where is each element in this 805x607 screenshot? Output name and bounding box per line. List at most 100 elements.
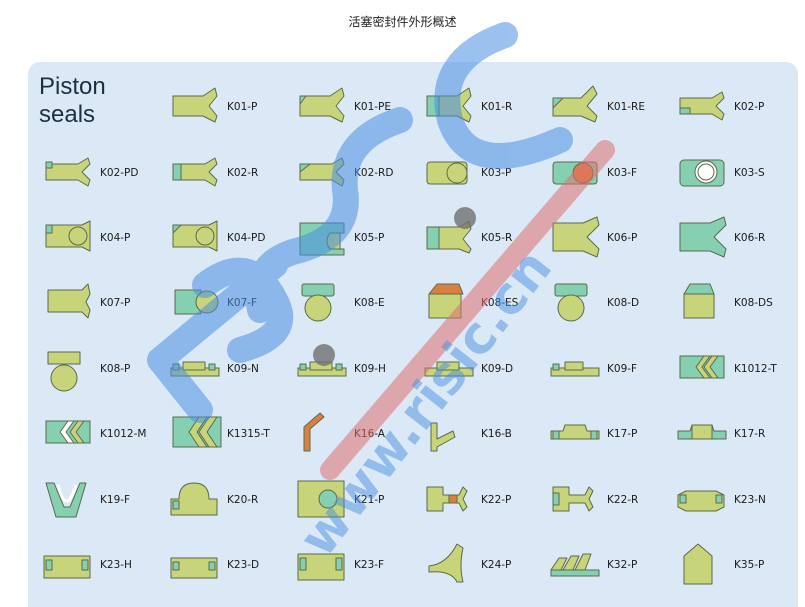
seal-item-k20-r: K20-R — [169, 477, 294, 527]
seal-code-label: K21-P — [354, 494, 385, 506]
seal-profile-icon — [679, 355, 725, 379]
seal-item-k1012-t: K1012-T — [676, 346, 798, 396]
seal-item-k05-r: K05-R — [423, 215, 548, 265]
seal-code-label: K08-D — [607, 297, 640, 309]
section-heading: Piston seals — [39, 73, 106, 129]
seal-item-k19-f: K19-F — [42, 477, 167, 527]
seal-item-k05-p: K05-P — [296, 215, 421, 265]
seal-profile-icon — [170, 557, 218, 579]
seal-code-label: K01-PE — [354, 101, 392, 113]
seal-code-label: K23-H — [100, 559, 132, 571]
seal-item-k35-p: K35-P — [676, 542, 798, 592]
seal-profile-icon — [45, 420, 91, 444]
seal-item-k02-p: K02-P — [676, 84, 798, 134]
seal-code-label: K23-F — [354, 559, 385, 571]
seal-code-label: K05-P — [354, 232, 385, 244]
seal-profile-icon — [45, 157, 91, 187]
seal-item-k16-b: K16-B — [423, 411, 548, 461]
seal-profile-icon — [550, 424, 600, 440]
seal-code-label: K08-E — [354, 297, 385, 309]
seal-code-label: K09-D — [481, 363, 514, 375]
seal-code-label: K09-H — [354, 363, 386, 375]
seal-profile-icon — [301, 283, 335, 322]
seal-code-label: K24-P — [481, 559, 512, 571]
seal-item-k03-f: K03-F — [549, 150, 674, 200]
seal-profile-icon — [552, 85, 598, 123]
seal-item-k02-pd: K02-PD — [42, 150, 167, 200]
seal-profile-icon — [677, 490, 725, 512]
seal-code-label: K23-D — [227, 559, 260, 571]
seal-profile-icon — [428, 543, 464, 583]
seal-code-label: K35-P — [734, 559, 765, 571]
seal-item-k01-p: K01-P — [169, 84, 294, 134]
seal-code-label: K17-R — [734, 428, 766, 440]
seal-item-k09-d: K09-D — [423, 346, 548, 396]
page-title: 活塞密封件外形概述 — [348, 15, 457, 29]
seal-profile-icon — [677, 424, 727, 440]
heading-line-2: seals — [39, 101, 96, 128]
seal-code-label: K08-ES — [481, 297, 519, 309]
seal-profile-icon — [172, 157, 218, 187]
seal-profile-icon — [550, 553, 600, 577]
seal-item-k23-n: K23-N — [676, 477, 798, 527]
seal-code-label: K05-R — [481, 232, 513, 244]
seal-item-k08-p: K08-P — [42, 346, 167, 396]
heading-line-1: Piston — [39, 73, 106, 100]
seal-item-k24-p: K24-P — [423, 542, 548, 592]
seal-code-label: K03-F — [607, 167, 638, 179]
seal-item-k08-ds: K08-DS — [676, 280, 798, 330]
seal-item-k17-p: K17-P — [549, 411, 674, 461]
seal-profile-icon — [299, 87, 345, 123]
seal-item-k08-d: K08-D — [549, 280, 674, 330]
seal-profile-icon — [552, 486, 594, 512]
seal-profile-icon — [554, 283, 588, 322]
seal-profile-icon — [679, 159, 725, 187]
seal-profile-icon — [552, 161, 598, 185]
seal-profile-icon — [172, 220, 218, 252]
seal-profile-icon — [550, 361, 600, 377]
seal-profile-icon — [172, 416, 222, 448]
seal-profile-icon — [45, 482, 87, 518]
seal-code-label: K1012-M — [100, 428, 147, 440]
seal-code-label: K06-P — [607, 232, 638, 244]
seal-item-k09-f: K09-F — [549, 346, 674, 396]
seal-profile-icon — [299, 157, 345, 187]
seal-profile-icon — [426, 486, 468, 512]
seal-code-label: K06-R — [734, 232, 766, 244]
seal-item-k21-p: K21-P — [296, 477, 421, 527]
seal-item-k22-p: K22-P — [423, 477, 548, 527]
seal-item-k07-p: K07-P — [42, 280, 167, 330]
seal-code-label: K22-R — [607, 494, 639, 506]
seal-code-label: K01-R — [481, 101, 513, 113]
seal-code-label: K17-P — [607, 428, 638, 440]
seal-profile-icon — [303, 412, 325, 452]
seal-item-k1012-m: K1012-M — [42, 411, 167, 461]
seal-item-k08-e: K08-E — [296, 280, 421, 330]
seal-code-label: K02-PD — [100, 167, 139, 179]
seal-profile-icon — [424, 361, 474, 377]
seal-profile-icon — [683, 283, 715, 319]
seal-item-k02-rd: K02-RD — [296, 150, 421, 200]
seal-item-k23-f: K23-F — [296, 542, 421, 592]
seal-item-k03-s: K03-S — [676, 150, 798, 200]
seal-code-label: K07-F — [227, 297, 258, 309]
seal-item-k23-h: K23-H — [42, 542, 167, 592]
seal-code-label: K01-RE — [607, 101, 645, 113]
seal-item-k03-p: K03-P — [423, 150, 548, 200]
seal-code-label: K03-P — [481, 167, 512, 179]
seal-code-label: K04-PD — [227, 232, 266, 244]
seal-item-k09-n: K09-N — [169, 346, 294, 396]
seal-code-label: K04-P — [100, 232, 131, 244]
seal-profile-icon — [47, 283, 91, 319]
seal-code-label: K32-P — [607, 559, 638, 571]
seal-profile-icon — [170, 482, 218, 516]
seal-code-label: K22-P — [481, 494, 512, 506]
seal-code-label: K20-R — [227, 494, 259, 506]
seal-item-k04-p: K04-P — [42, 215, 167, 265]
seal-profile-icon — [426, 161, 468, 185]
seal-item-k06-p: K06-P — [549, 215, 674, 265]
seal-code-label: K09-F — [607, 363, 638, 375]
seal-profile-icon — [47, 351, 81, 392]
seal-code-label: K16-B — [481, 428, 512, 440]
